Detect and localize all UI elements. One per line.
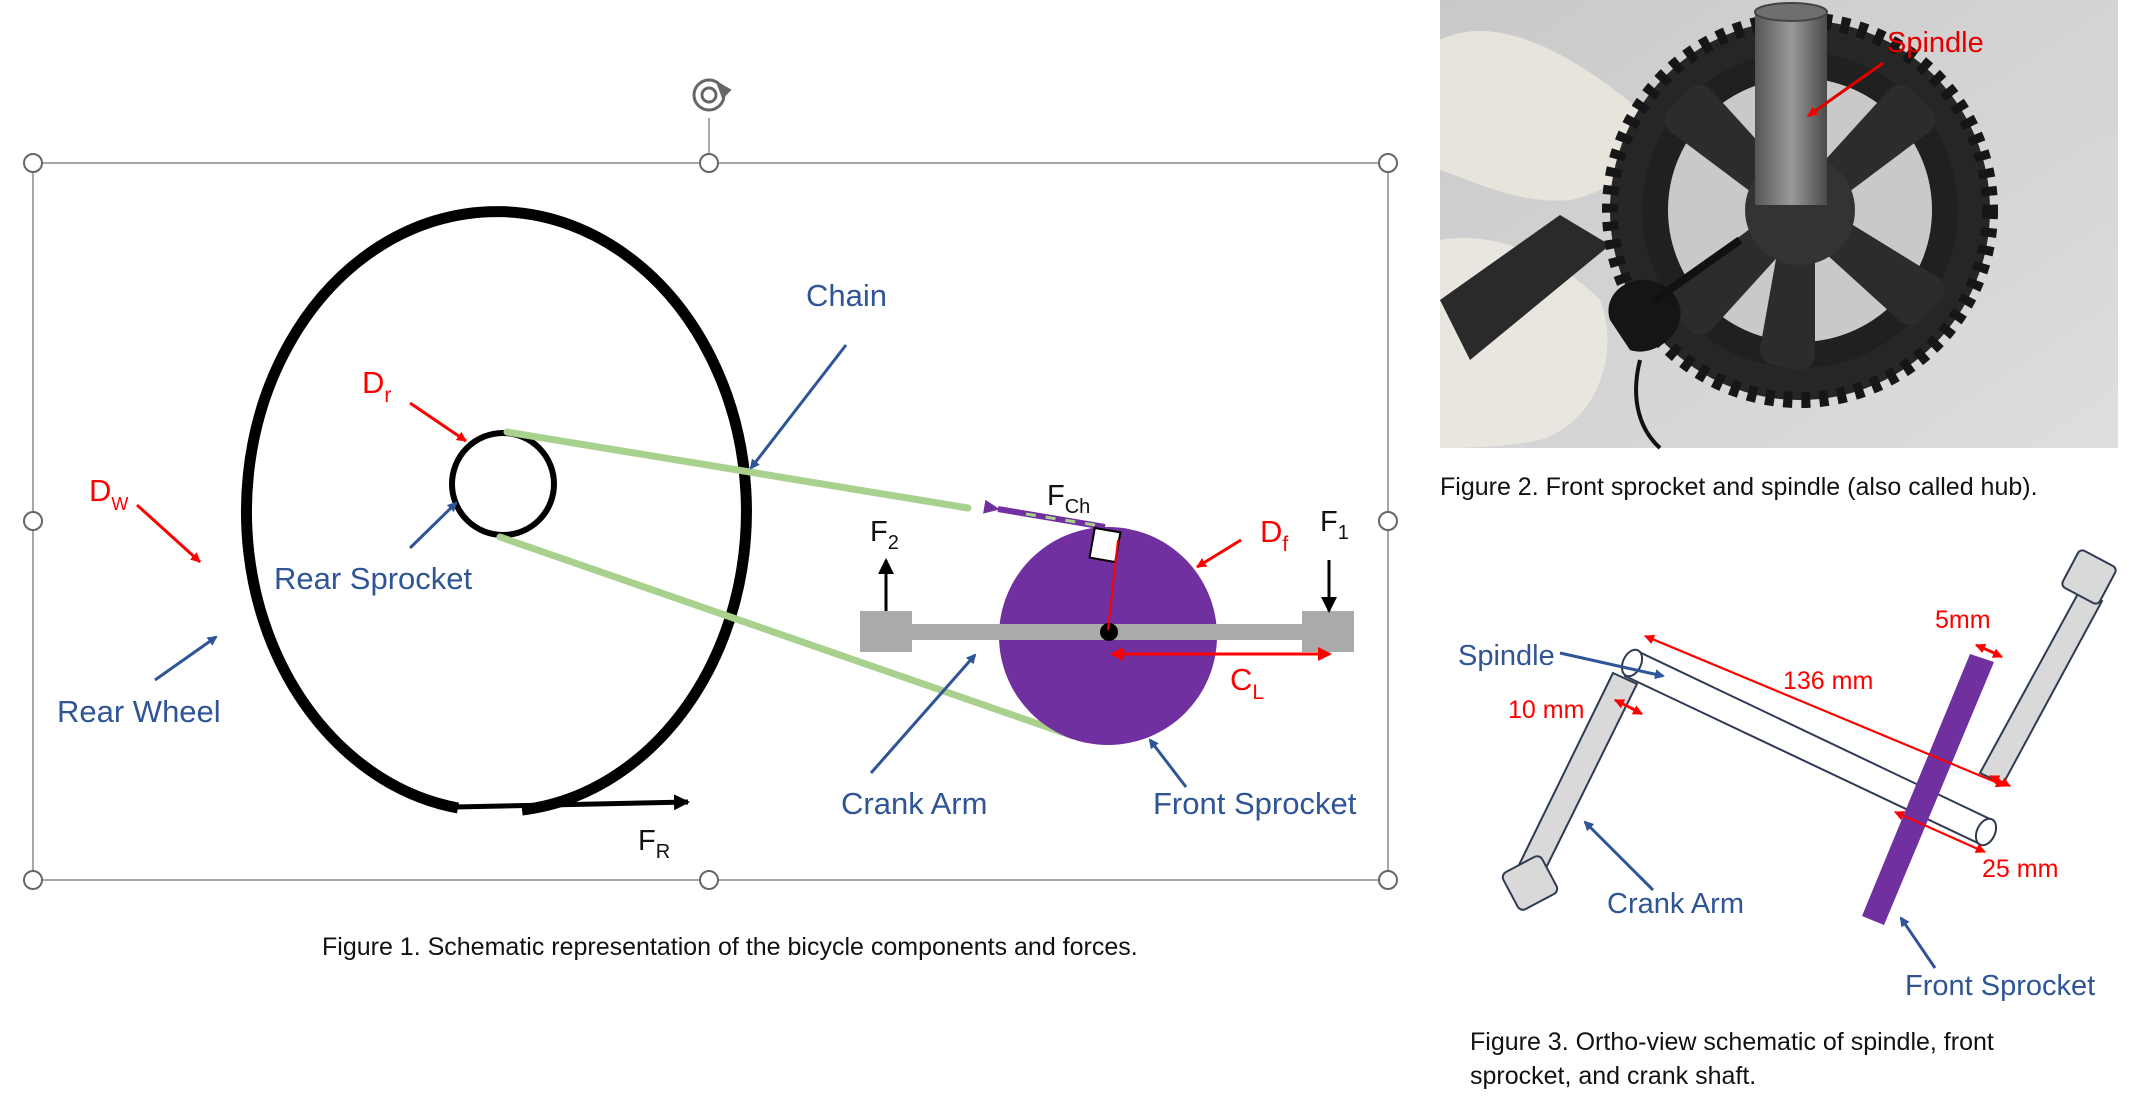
spindle-pointer — [1559, 651, 1665, 680]
front-sprocket-pointer — [1148, 738, 1188, 788]
dw-pointer — [135, 503, 202, 564]
figure-3: Spindle 10 mm 136 mm 5mm 25 mm Crank Arm… — [1458, 549, 2117, 1002]
chain-pointer — [749, 344, 848, 470]
crank-arm-label: Crank Arm — [841, 786, 987, 821]
crank-pivot — [1100, 623, 1118, 641]
dimension-10mm — [1614, 698, 1643, 716]
front-sprocket-label: Front Sprocket — [1905, 970, 2095, 1002]
front-sprocket-shape — [1862, 654, 1994, 925]
dimension-136mm — [1644, 634, 2006, 788]
f1-label: F1 — [1320, 506, 1349, 544]
left-crank-arm-shape — [1501, 671, 1639, 911]
cl-label: CL — [1230, 662, 1264, 704]
front-sprocket-label: Front Sprocket — [1153, 786, 1357, 821]
dim-5mm-label: 5mm — [1935, 606, 1991, 634]
dimension-5mm — [1975, 643, 2003, 659]
chainring-icon — [1602, 12, 1998, 408]
chain-force-arrow — [983, 499, 1106, 530]
figure-2-caption: Figure 2. Front sprocket and spindle (al… — [1440, 473, 2038, 501]
rear-sprocket-label: Rear Sprocket — [274, 561, 473, 596]
spindle-shape — [1755, 10, 1827, 205]
figure-1: Chain Dr DW Rear Sprocket Rear Wheel FCh… — [23, 78, 1398, 890]
dw-label: DW — [89, 473, 128, 514]
right-angle-marker — [1088, 526, 1122, 631]
dim-136mm-label: 136 mm — [1783, 667, 1873, 695]
chain-label: Chain — [806, 278, 887, 313]
hand-shape — [1440, 30, 1646, 201]
rear-wheel-pointer — [154, 635, 218, 682]
selection-frame[interactable] — [23, 78, 1398, 890]
crank-arm-pointer — [869, 653, 977, 774]
figure-2-photo: Spindle — [1440, 0, 2118, 450]
f2-label: F2 — [870, 516, 899, 554]
front-sprocket-pointer — [1899, 916, 1937, 969]
df-pointer — [1196, 538, 1242, 569]
rear-wheel-shape — [240, 206, 752, 816]
chain-shape — [496, 428, 1077, 740]
figure-1-caption: Figure 1. Schematic representation of th… — [322, 933, 1138, 961]
rear-wheel-label: Rear Wheel — [57, 694, 221, 729]
spindle-photo-label: Spindle — [1887, 27, 1984, 59]
right-crank-arm-shape — [1978, 549, 2117, 786]
rear-sprocket-shape — [449, 430, 557, 538]
rotate-handle-icon[interactable] — [692, 78, 732, 112]
spindle-label: Spindle — [1458, 640, 1555, 672]
dim-10mm-label: 10 mm — [1508, 696, 1584, 724]
dimension-25mm — [1894, 811, 1986, 853]
crank-arm-label: Crank Arm — [1607, 888, 1744, 920]
dr-label: Dr — [362, 365, 391, 407]
spindle-pointer — [1807, 61, 1884, 118]
rear-sprocket-pointer — [408, 501, 458, 550]
dim-25mm-label: 25 mm — [1982, 855, 2058, 883]
dr-pointer — [409, 401, 467, 443]
resize-handle[interactable] — [23, 153, 1398, 890]
fch-label: FCh — [1047, 480, 1090, 518]
crank-arm-pointer — [1583, 820, 1655, 892]
df-label: Df — [1260, 514, 1288, 556]
dimension-end — [1989, 775, 2011, 787]
figure-3-caption: Figure 3. Ortho-view schematic of spindl… — [1470, 1028, 1994, 1090]
fr-label: FR — [638, 825, 670, 863]
